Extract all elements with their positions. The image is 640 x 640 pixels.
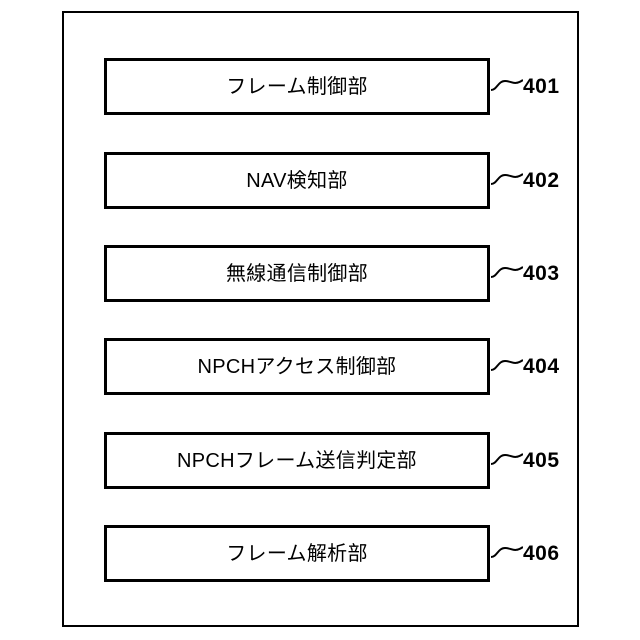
block-row: NAV検知部 402 [104,152,574,209]
component-label: 無線通信制御部 [225,262,369,285]
reference-numeral: 405 [523,448,560,472]
component-label: NPCHアクセス制御部 [197,355,397,378]
leader-squiggle-icon [491,357,523,375]
block-row: フレーム解析部 406 [104,525,574,582]
leader-squiggle-icon [491,264,523,282]
block-row: NPCHアクセス制御部 404 [104,338,574,395]
reference-numeral: 403 [523,261,560,285]
reference-numeral: 406 [523,541,560,565]
reference-numeral: 402 [523,168,560,192]
leader-squiggle-icon [491,544,523,562]
block-row: フレーム制御部 401 [104,58,574,115]
component-label: フレーム解析部 [226,542,368,565]
leader-squiggle-icon [491,77,523,95]
component-label: フレーム制御部 [226,75,368,98]
component-label: NPCHフレーム送信判定部 [177,449,417,472]
component-label: NAV検知部 [246,169,348,192]
leader-squiggle-icon [491,171,523,189]
component-box-402: NAV検知部 [104,152,490,209]
reference-numeral: 401 [523,74,560,98]
leader-squiggle-icon [491,451,523,469]
component-box-401: フレーム制御部 [104,58,490,115]
component-box-405: NPCHフレーム送信判定部 [104,432,490,489]
block-row: NPCHフレーム送信判定部 405 [104,432,574,489]
reference-numeral: 404 [523,354,560,378]
component-box-406: フレーム解析部 [104,525,490,582]
component-box-404: NPCHアクセス制御部 [104,338,490,395]
block-row: 無線通信制御部 403 [104,245,574,302]
component-box-403: 無線通信制御部 [104,245,490,302]
